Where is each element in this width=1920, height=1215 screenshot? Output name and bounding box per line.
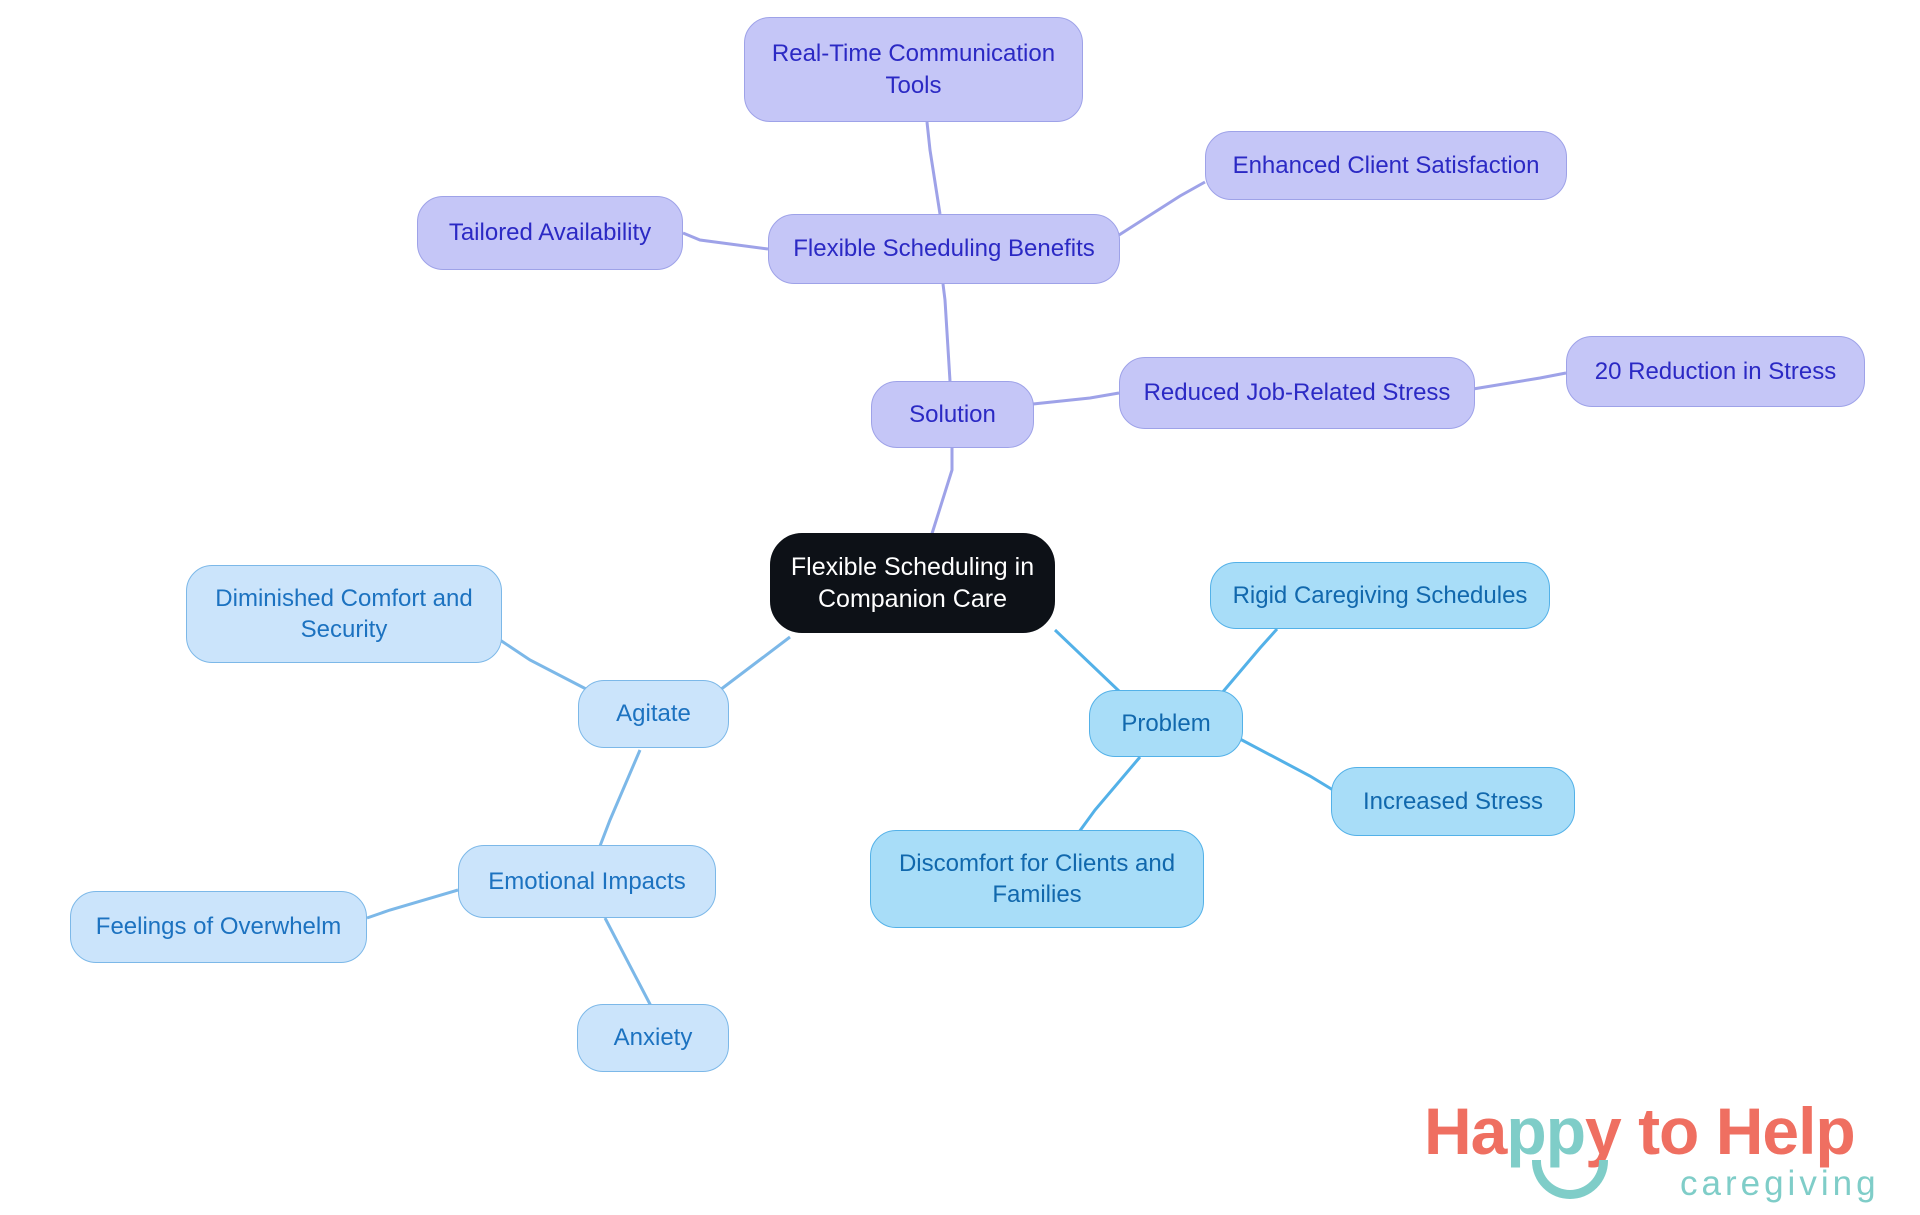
node-agitate[interactable]: Agitate xyxy=(578,680,729,748)
node-diminished-comfort-and-security[interactable]: Diminished Comfort and Security xyxy=(186,565,502,663)
node-increased-stress[interactable]: Increased Stress xyxy=(1331,767,1575,836)
node-emotional-impacts[interactable]: Emotional Impacts xyxy=(458,845,716,918)
node-feelings-of-overwhelm[interactable]: Feelings of Overwhelm xyxy=(70,891,367,963)
edge-benefits-real-time-communication-tools xyxy=(925,121,942,215)
logo-wordmark: Happy to Help xyxy=(1424,1098,1856,1164)
edge-benefits-tailored-availability xyxy=(682,231,769,251)
edge-solution-reduced-job-related-stress xyxy=(1032,391,1120,406)
edge-problem-discomfort-for-clients-and-families xyxy=(1077,756,1142,833)
edge-root-solution xyxy=(928,432,954,541)
logo-text-y: y xyxy=(1585,1094,1622,1168)
brand-logo: Happy to Help caregiving xyxy=(1424,1098,1894,1206)
node-discomfort-for-clients-and-families[interactable]: Discomfort for Clients and Families xyxy=(870,830,1204,928)
node-root[interactable]: Flexible Scheduling in Companion Care xyxy=(770,533,1055,633)
node-solution[interactable]: Solution xyxy=(871,381,1034,448)
logo-tagline: caregiving xyxy=(1680,1164,1880,1203)
node-anxiety[interactable]: Anxiety xyxy=(577,1004,729,1072)
node-rigid-caregiving-schedules[interactable]: Rigid Caregiving Schedules xyxy=(1210,562,1550,629)
smile-icon xyxy=(1532,1160,1608,1199)
node-enhanced-client-satisfaction[interactable]: Enhanced Client Satisfaction xyxy=(1205,131,1567,200)
edge-agitate-emotional-impacts xyxy=(598,749,642,847)
logo-text-to-help: to Help xyxy=(1620,1094,1856,1168)
node-tailored-availability[interactable]: Tailored Availability xyxy=(417,196,683,270)
edge-problem-rigid-caregiving-schedules xyxy=(1214,627,1279,701)
node-reduction-in-stress[interactable]: 20 Reduction in Stress xyxy=(1566,336,1865,407)
edge-problem-increased-stress xyxy=(1239,737,1334,792)
edge-reduced-stress-reduction-in-stress xyxy=(1472,371,1567,391)
logo-text-pp: pp xyxy=(1506,1094,1586,1168)
node-real-time-communication-tools[interactable]: Real-Time Communication Tools xyxy=(744,17,1083,122)
node-reduced-job-related-stress[interactable]: Reduced Job-Related Stress xyxy=(1119,357,1475,429)
edge-solution-flexible-scheduling-benefits xyxy=(941,283,952,382)
edge-emotional-impacts-feelings-of-overwhelm xyxy=(366,888,459,920)
edge-emotional-impacts-anxiety xyxy=(603,917,654,1009)
logo-text-ha: Ha xyxy=(1424,1094,1507,1168)
node-flexible-scheduling-benefits[interactable]: Flexible Scheduling Benefits xyxy=(768,214,1120,284)
node-problem[interactable]: Problem xyxy=(1089,690,1243,757)
edge-benefits-enhanced-client-satisfaction xyxy=(1118,180,1206,237)
edge-agitate-diminished-comfort-and-security xyxy=(499,638,589,692)
